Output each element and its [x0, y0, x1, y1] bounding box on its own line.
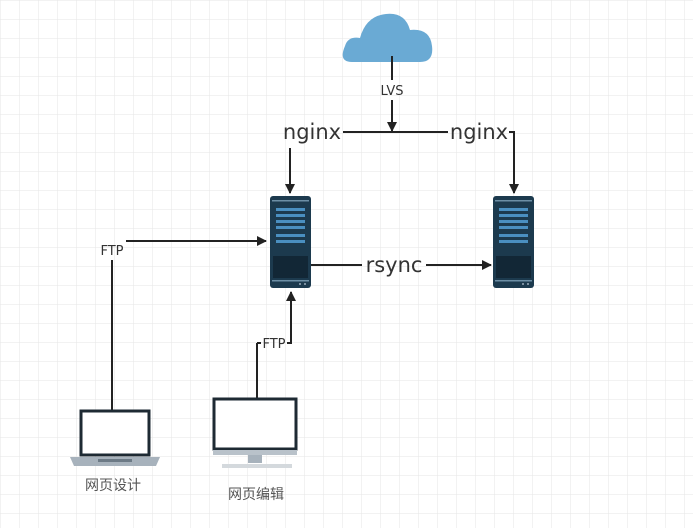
cloud-icon[interactable]	[342, 13, 433, 63]
server-primary-icon[interactable]	[270, 196, 311, 288]
desktop-monitor-icon[interactable]	[212, 397, 298, 468]
laptop-icon[interactable]	[70, 409, 160, 466]
nginx-right-label: nginx	[450, 120, 508, 144]
edge-nginx[interactable]: nginx nginx	[283, 120, 519, 194]
laptop-label: 网页设计	[85, 478, 141, 494]
edge-rsync[interactable]: rsync	[311, 253, 492, 277]
desktop-label: 网页编辑	[228, 487, 284, 503]
edge-ftp-laptop[interactable]: FTP	[100, 236, 267, 412]
ftp-laptop-label: FTP	[100, 244, 123, 259]
server-secondary-icon[interactable]	[493, 196, 534, 288]
lvs-label: LVS	[381, 84, 404, 99]
rsync-label: rsync	[366, 253, 423, 277]
nginx-left-label: nginx	[283, 120, 341, 144]
edge-ftp-desktop[interactable]: FTP	[256, 291, 296, 398]
ftp-desktop-label: FTP	[262, 337, 285, 352]
edge-lvs[interactable]: LVS	[381, 56, 404, 132]
